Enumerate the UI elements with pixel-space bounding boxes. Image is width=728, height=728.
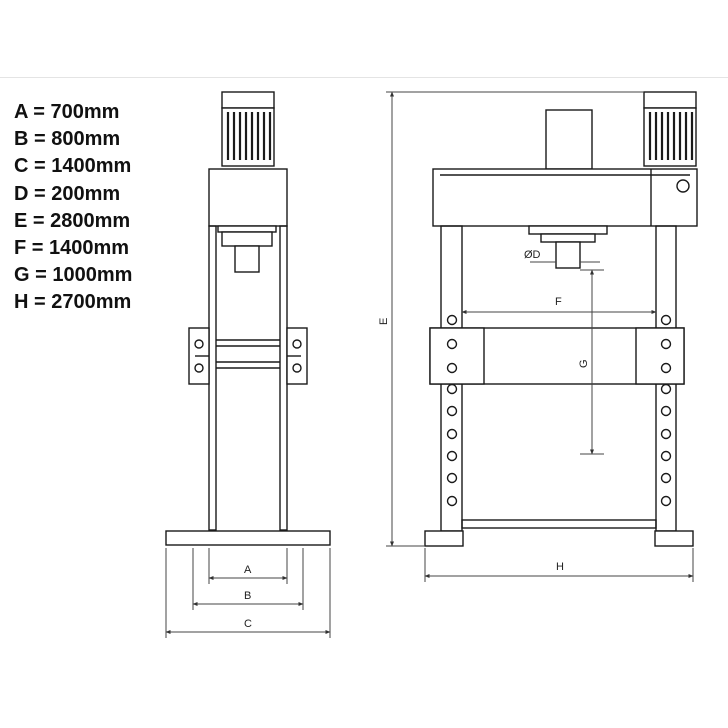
front-dimensions — [386, 91, 694, 582]
front-foot-right — [654, 530, 694, 547]
pressure-gauge — [676, 179, 690, 193]
legend-item-b: B = 800mm — [14, 128, 121, 151]
side-column-right — [279, 225, 288, 531]
front-bracket-right — [635, 327, 685, 385]
side-column-left — [208, 225, 217, 531]
top-divider — [0, 77, 728, 78]
dim-label-a: A — [244, 564, 252, 576]
hydraulic-cylinder-icon — [217, 225, 277, 273]
dim-label-f: F — [555, 296, 562, 308]
front-view — [424, 91, 698, 547]
front-motor — [643, 91, 697, 167]
front-top-cylinder — [545, 109, 593, 170]
legend-item-g: G = 1000mm — [14, 264, 133, 287]
legend-item-c: C = 1400mm — [14, 155, 132, 178]
dim-label-h: H — [556, 561, 564, 573]
side-dimensions — [165, 548, 331, 638]
dim-label-g: G — [578, 359, 590, 368]
motor-icon — [221, 91, 275, 167]
side-base-plate — [165, 530, 331, 546]
dim-label-b: B — [244, 590, 251, 602]
dim-label-e: E — [378, 318, 390, 325]
side-bracket-right — [286, 327, 308, 385]
front-crown — [432, 168, 698, 227]
legend-item-a: A = 700mm — [14, 101, 120, 123]
legend-item-f: F = 1400mm — [14, 237, 130, 260]
dimension-legend: A = 700mm B = 800mm C = 1400mm D = 200mm… — [14, 99, 132, 317]
front-bracket-left — [429, 327, 485, 385]
legend-item-d: D = 200mm — [14, 182, 121, 205]
legend-item-e: E = 2800mm — [14, 209, 131, 232]
front-bottom-beam — [461, 519, 657, 529]
side-top-block — [208, 168, 288, 227]
side-bracket-left — [188, 327, 210, 385]
side-view — [165, 91, 331, 546]
dim-label-c: C — [244, 618, 252, 630]
front-foot-left — [424, 530, 464, 547]
dim-label-d: ØD — [524, 249, 541, 261]
legend-item-h: H = 2700mm — [14, 291, 132, 314]
